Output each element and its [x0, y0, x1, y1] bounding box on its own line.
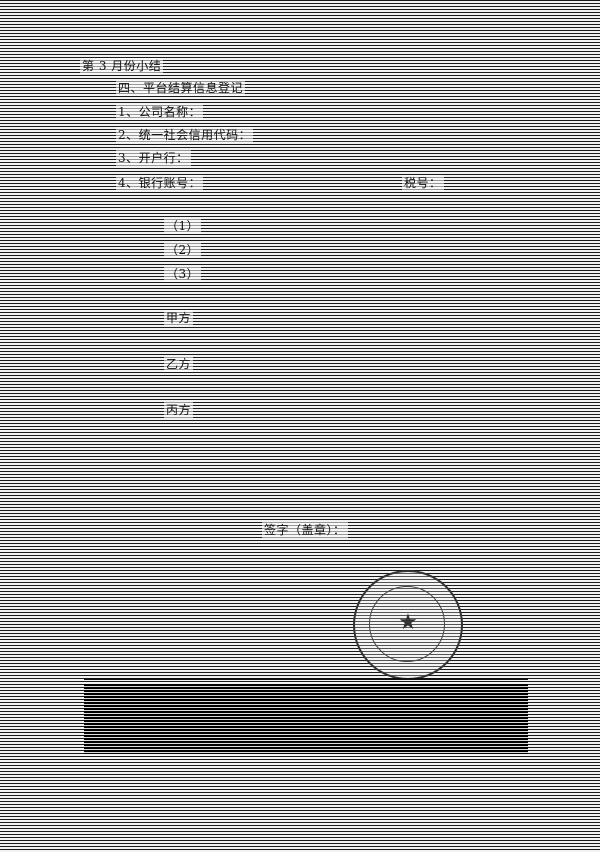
footer-divider [84, 678, 528, 680]
document-header-line: 第 3 月份小结 [80, 58, 164, 74]
official-seal-stamp: ★ [353, 570, 463, 680]
section-title: 四、平台结算信息登记 [116, 80, 246, 96]
signature-label: 签字（盖章）： [262, 522, 348, 538]
sub-item-label-3: 丙方 [164, 402, 194, 418]
info-line-account: 4、银行账号： [116, 175, 204, 191]
seal-inner-ring [369, 586, 445, 662]
detail-line-3: （3） [164, 266, 202, 282]
sub-item-label-1: 甲方 [164, 310, 194, 326]
detail-line-2: （2） [164, 242, 202, 258]
seal-star-icon: ★ [398, 610, 418, 635]
info-line-credit-code: 2、统一社会信用代码： [116, 127, 254, 143]
info-line-company: 1、公司名称： [116, 104, 204, 120]
info-line-tax-number: 税号： [402, 175, 444, 191]
sub-item-label-2: 乙方 [164, 356, 194, 372]
detail-line-1: （1） [164, 218, 202, 234]
info-line-bank: 3、开户行： [116, 150, 191, 166]
footer-scan-band [84, 684, 528, 754]
